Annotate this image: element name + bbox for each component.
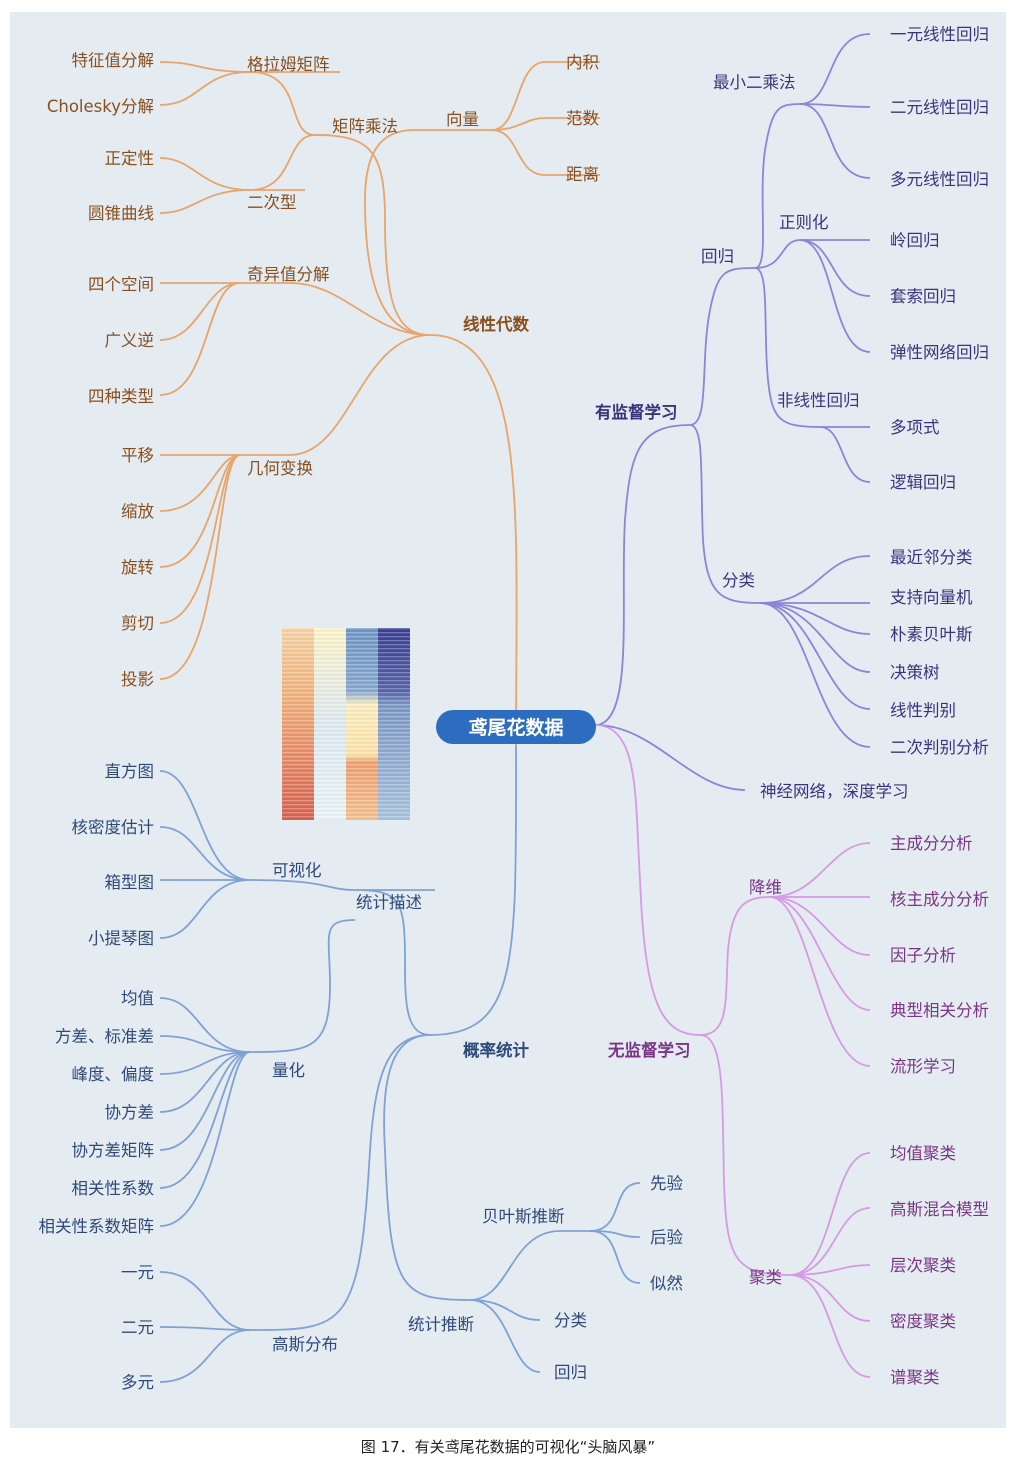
node-svd[interactable]: 奇异值分解 <box>247 265 330 284</box>
leaf-cholesky[interactable]: Cholesky分解 <box>47 97 154 116</box>
node-visualization[interactable]: 可视化 <box>272 861 322 880</box>
leaf-violin-plot[interactable]: 小提琴图 <box>88 929 154 948</box>
branch-probability-statistics[interactable]: 概率统计 <box>463 1040 530 1060</box>
node-quadratic-form[interactable]: 二次型 <box>247 193 297 212</box>
leaf-correlation-matrix[interactable]: 相关性系数矩阵 <box>39 1217 155 1236</box>
leaf-conic-sections[interactable]: 圆锥曲线 <box>88 204 154 223</box>
leaf-distance[interactable]: 距离 <box>566 165 599 184</box>
leaf-rotation[interactable]: 旋转 <box>121 558 154 577</box>
leaf-cca[interactable]: 典型相关分析 <box>890 1001 989 1020</box>
leaf-four-subspaces[interactable]: 四个空间 <box>88 275 154 294</box>
leaf-kde[interactable]: 核密度估计 <box>72 818 155 837</box>
leaf-shear[interactable]: 剪切 <box>121 614 154 633</box>
node-quantification[interactable]: 量化 <box>272 1061 305 1080</box>
leaf-covariance[interactable]: 协方差 <box>105 1103 155 1122</box>
leaf-ridge[interactable]: 岭回归 <box>890 231 940 250</box>
leaf-factor-analysis[interactable]: 因子分析 <box>890 946 956 965</box>
leaf-logistic-regression[interactable]: 逻辑回归 <box>890 473 956 492</box>
leaf-prior[interactable]: 先验 <box>650 1174 684 1193</box>
node-matrix-multiplication[interactable]: 矩阵乘法 <box>332 117 398 136</box>
node-bayesian-inference[interactable]: 贝叶斯推断 <box>482 1207 565 1226</box>
leaf-kmeans[interactable]: 均值聚类 <box>890 1144 956 1163</box>
leaf-simple-linear-regression[interactable]: 一元线性回归 <box>890 25 989 44</box>
leaf-scaling[interactable]: 缩放 <box>121 502 155 521</box>
leaf-inference-regression[interactable]: 回归 <box>554 1363 587 1382</box>
node-gaussian[interactable]: 高斯分布 <box>272 1335 338 1354</box>
leaf-pseudoinverse[interactable]: 广义逆 <box>105 331 155 350</box>
node-vector[interactable]: 向量 <box>446 110 479 129</box>
leaf-inference-classification[interactable]: 分类 <box>554 1311 587 1330</box>
leaf-bivariate-linear-regression[interactable]: 二元线性回归 <box>890 98 989 117</box>
leaf-kurtosis-skewness[interactable]: 峰度、偏度 <box>72 1065 155 1084</box>
leaf-correlation[interactable]: 相关性系数 <box>72 1179 155 1198</box>
leaf-boxplot[interactable]: 箱型图 <box>105 873 155 892</box>
leaf-qda[interactable]: 二次判别分析 <box>890 738 989 757</box>
leaf-four-types[interactable]: 四种类型 <box>88 387 154 406</box>
node-descriptive-statistics[interactable]: 统计描述 <box>356 893 422 912</box>
root-node[interactable]: 鸢尾花数据 <box>436 710 596 744</box>
leaf-svm[interactable]: 支持向量机 <box>890 588 973 607</box>
iris-heatmap <box>282 628 410 820</box>
figure-caption: 图 17．有关鸢尾花数据的可视化“头脑风暴” <box>360 1438 656 1456</box>
leaf-lasso[interactable]: 套索回归 <box>890 287 956 306</box>
probability-edges <box>159 744 641 1383</box>
node-clustering[interactable]: 聚类 <box>749 1268 782 1287</box>
node-regression[interactable]: 回归 <box>701 247 734 266</box>
node-nonlinear-regression[interactable]: 非线性回归 <box>777 391 860 410</box>
leaf-spectral-clustering[interactable]: 谱聚类 <box>890 1368 940 1387</box>
leaf-inner-product[interactable]: 内积 <box>566 53 599 72</box>
node-regularization[interactable]: 正则化 <box>779 213 829 232</box>
leaf-univariate[interactable]: 一元 <box>121 1263 154 1282</box>
leaf-hierarchical-clustering[interactable]: 层次聚类 <box>890 1256 956 1275</box>
leaf-variance-std[interactable]: 方差、标准差 <box>55 1027 154 1046</box>
node-dimensionality-reduction[interactable]: 降维 <box>749 878 782 897</box>
node-neural-networks[interactable]: 神经网络，深度学习 <box>760 782 909 801</box>
leaf-naive-bayes[interactable]: 朴素贝叶斯 <box>890 625 973 644</box>
root-label: 鸢尾花数据 <box>468 716 563 739</box>
leaf-pca[interactable]: 主成分分析 <box>890 834 973 853</box>
leaf-bivariate[interactable]: 二元 <box>121 1318 154 1337</box>
node-least-squares[interactable]: 最小二乘法 <box>713 73 796 92</box>
leaf-density-clustering[interactable]: 密度聚类 <box>890 1312 956 1331</box>
leaf-polynomial[interactable]: 多项式 <box>890 418 940 437</box>
branch-supervised-learning[interactable]: 有监督学习 <box>595 402 678 422</box>
linear-algebra-edges <box>159 61 600 746</box>
leaf-lda[interactable]: 线性判别 <box>890 701 956 720</box>
leaf-projection[interactable]: 投影 <box>121 670 154 689</box>
leaf-norm[interactable]: 范数 <box>566 109 600 128</box>
node-gram-matrix[interactable]: 格拉姆矩阵 <box>247 55 330 74</box>
supervised-edges <box>594 33 871 791</box>
leaf-translation[interactable]: 平移 <box>121 446 154 465</box>
branch-unsupervised-learning[interactable]: 无监督学习 <box>607 1040 691 1060</box>
leaf-eigendecomposition[interactable]: 特征值分解 <box>72 51 155 70</box>
leaf-posterior[interactable]: 后验 <box>650 1228 684 1247</box>
node-classification[interactable]: 分类 <box>722 571 755 590</box>
leaf-multiple-linear-regression[interactable]: 多元线性回归 <box>890 170 989 189</box>
leaf-decision-tree[interactable]: 决策树 <box>890 663 940 682</box>
leaf-knn[interactable]: 最近邻分类 <box>890 548 973 567</box>
node-geometric-transforms[interactable]: 几何变换 <box>247 459 313 478</box>
leaf-multivariate[interactable]: 多元 <box>121 1373 154 1392</box>
leaf-mean[interactable]: 均值 <box>121 989 154 1008</box>
leaf-gmm[interactable]: 高斯混合模型 <box>890 1200 989 1219</box>
leaf-manifold-learning[interactable]: 流形学习 <box>890 1057 956 1076</box>
leaf-covariance-matrix[interactable]: 协方差矩阵 <box>72 1141 155 1160</box>
leaf-histogram[interactable]: 直方图 <box>105 762 155 781</box>
leaf-likelihood[interactable]: 似然 <box>650 1274 683 1293</box>
leaf-positive-definite[interactable]: 正定性 <box>105 149 155 168</box>
leaf-kernel-pca[interactable]: 核主成分分析 <box>890 890 989 909</box>
branch-linear-algebra[interactable]: 线性代数 <box>463 314 530 334</box>
unsupervised-edges <box>594 724 871 1378</box>
leaf-elastic-net[interactable]: 弹性网络回归 <box>890 343 989 362</box>
node-statistical-inference[interactable]: 统计推断 <box>408 1315 474 1334</box>
labels: 线性代数 向量 内积 范数 距离 矩阵乘法 格拉姆矩阵 特征值分解 Choles… <box>39 25 990 1392</box>
